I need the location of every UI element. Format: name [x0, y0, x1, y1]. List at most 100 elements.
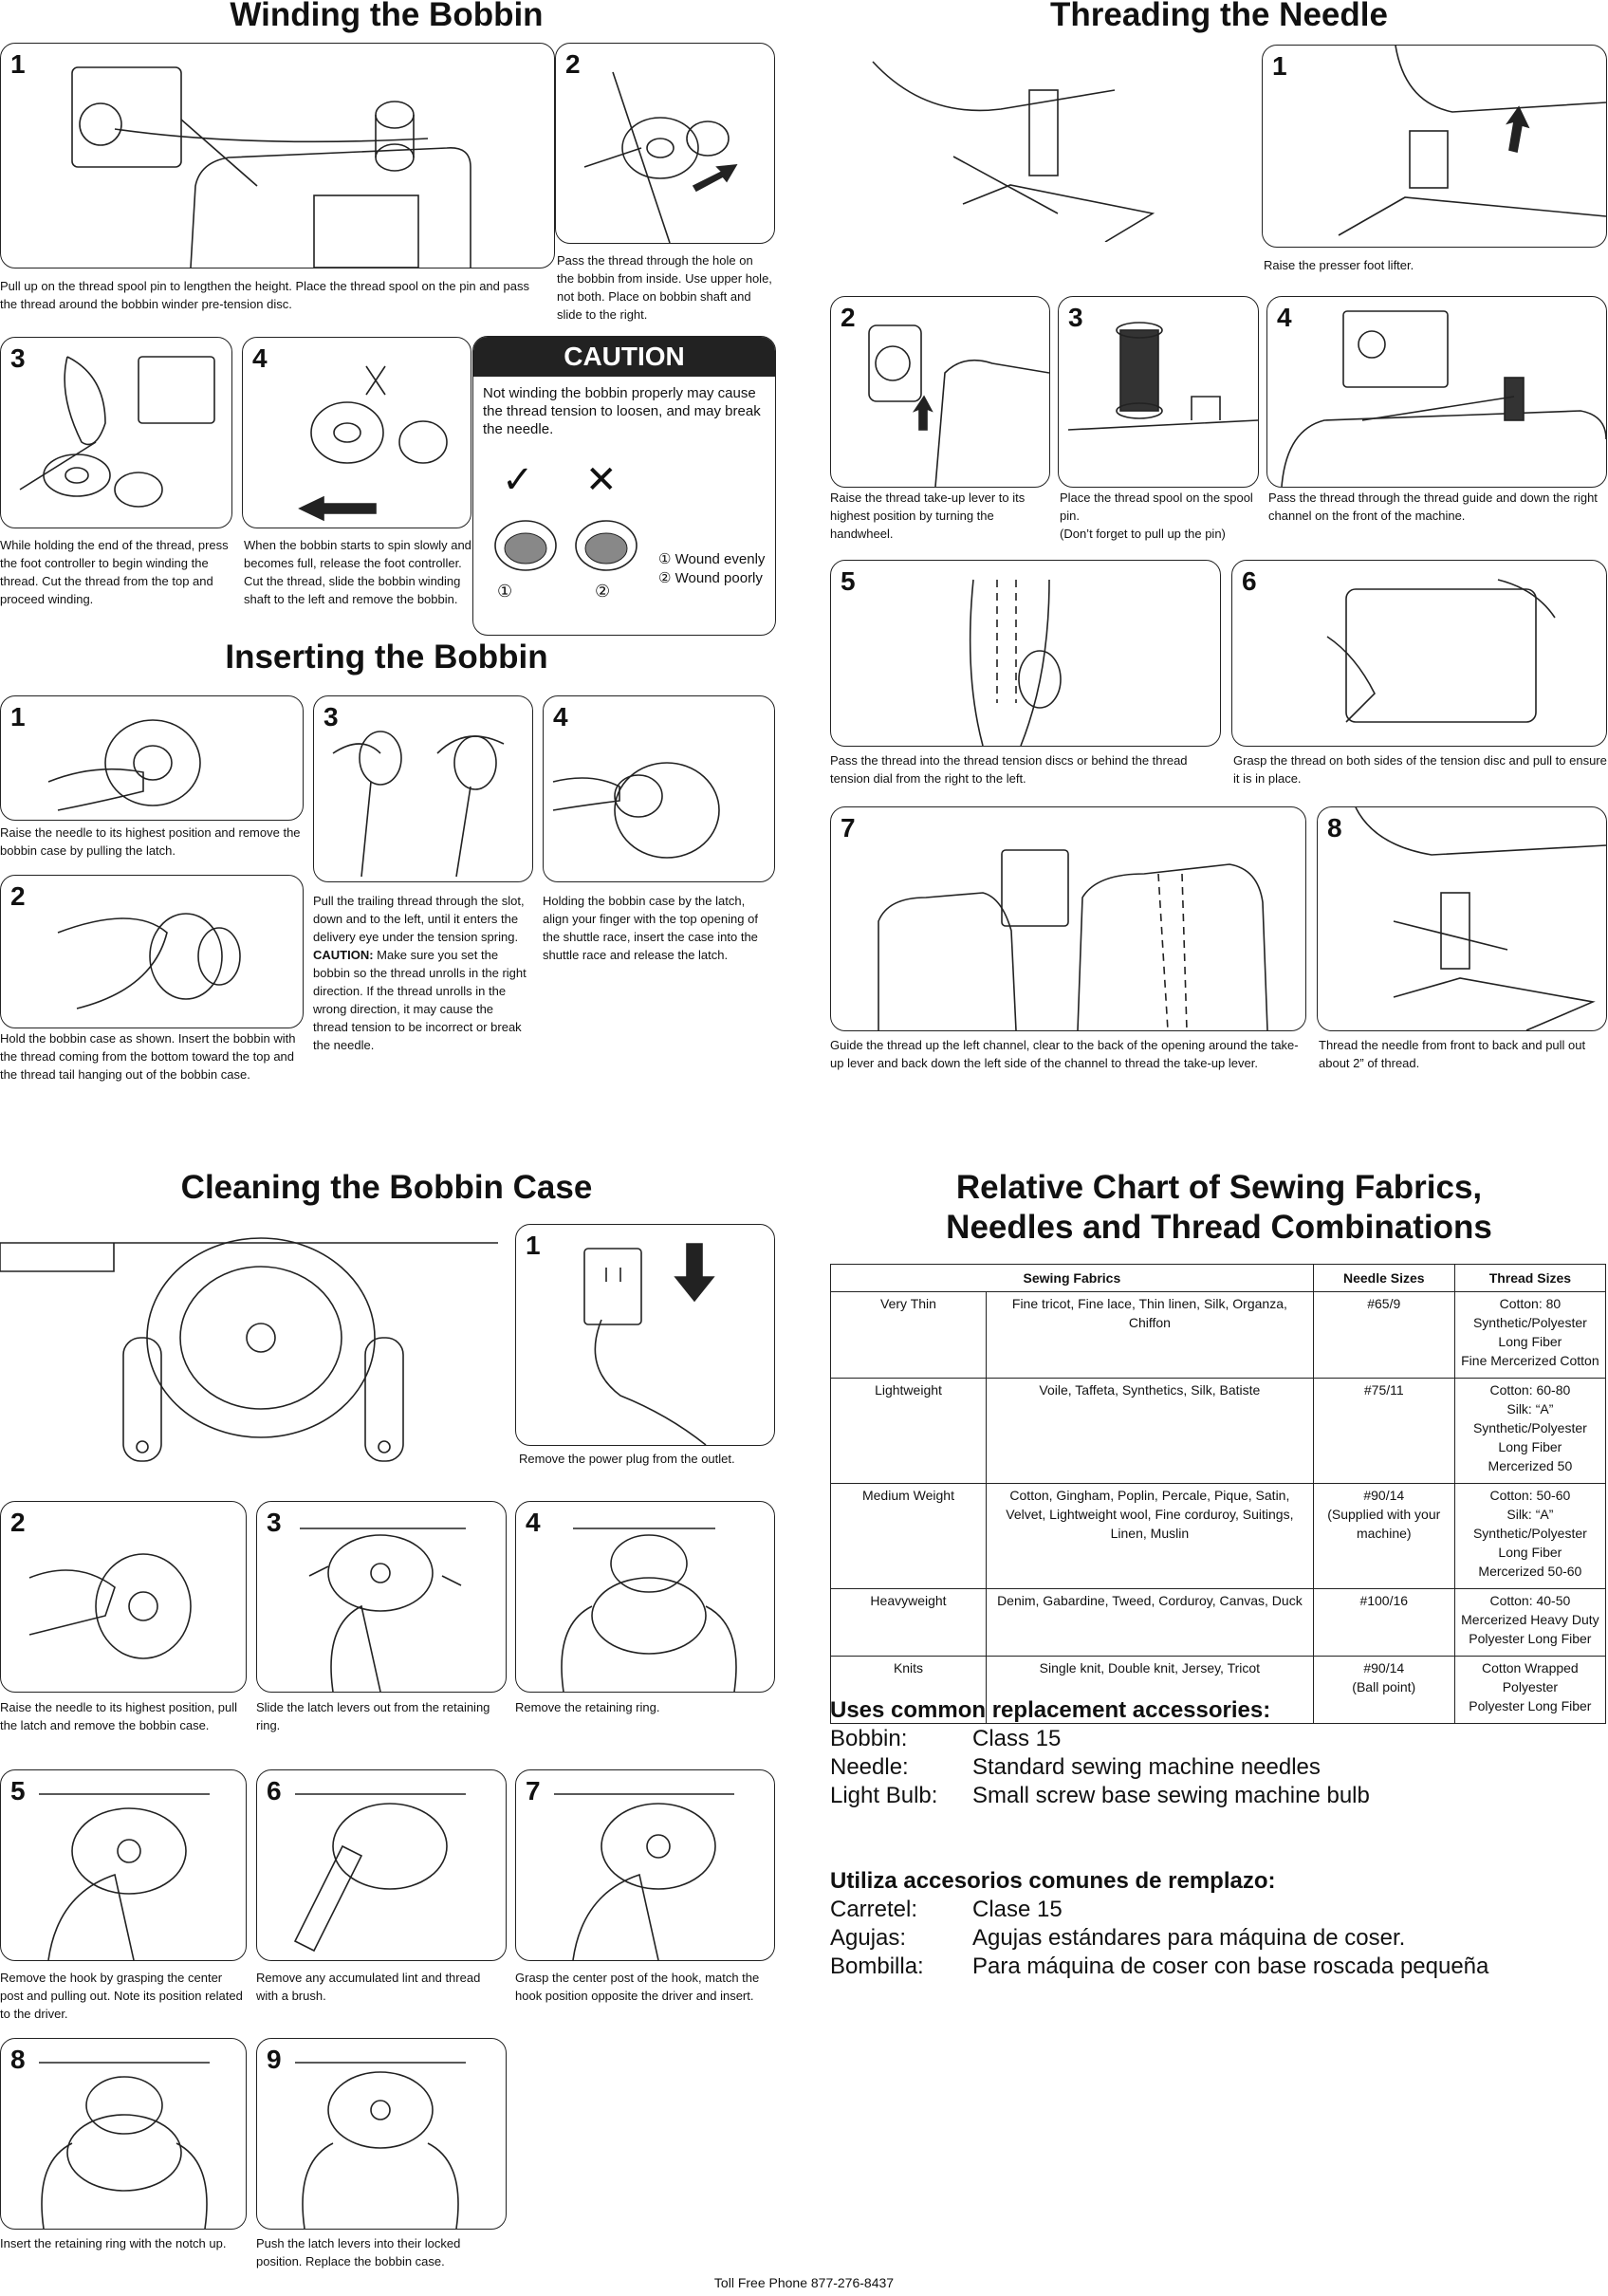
threading-step-2-caption: Raise the thread take-up lever to its hi… [830, 491, 1026, 541]
threading-step-7-illustration: 7 [830, 806, 1306, 1031]
threading-title: Threading the Needle [1050, 0, 1388, 33]
cleaning-step-3-caption: Slide the latch levers out from the reta… [256, 1700, 490, 1732]
cleaning-step-4-caption: Remove the retaining ring. [515, 1700, 660, 1714]
step-number: 8 [10, 2045, 26, 2074]
cleaning-step-5-illustration: 5 [0, 1769, 247, 1961]
needle-size: #90/14 (Ball point) [1312, 1656, 1455, 1724]
thread-size: Cotton Wrapped Polyester Polyester Long … [1453, 1656, 1607, 1724]
step-number: 7 [841, 813, 856, 842]
fabric-types: Fine tricot, Fine lace, Thin linen, Silk… [986, 1291, 1314, 1379]
cleaning-step-2-caption: Raise the needle to its highest position… [0, 1700, 238, 1732]
accessory-label: Light Bulb: [830, 1783, 938, 1808]
fabric-types: Single knit, Double knit, Jersey, Tricot [986, 1656, 1314, 1724]
thread-size: Cotton: 60-80 Silk: “A” Synthetic/Polyes… [1453, 1378, 1607, 1484]
inserting-step-2-caption: Hold the bobbin case as shown. Insert th… [0, 1031, 296, 1082]
cleaning-step-8-illustration: 8 [0, 2038, 247, 2230]
accessory-row: Bombilla:Para máquina de coser con base … [830, 1953, 1488, 1981]
threading-step-8-illustration: 8 [1317, 806, 1607, 1031]
accessories-english: Uses common replacement accessories: Bob… [830, 1696, 1370, 1810]
step-number: 1 [10, 49, 26, 79]
inserting-title: Inserting the Bobbin [225, 639, 548, 676]
step-number: 4 [252, 343, 268, 373]
step-number: 6 [1242, 566, 1257, 596]
cleaning-step-6-caption: Remove any accumulated lint and thread w… [256, 1971, 481, 2003]
step-number: 2 [10, 881, 26, 911]
accessories-spanish: Utiliza accesorios comunes de remplazo: … [830, 1867, 1488, 1981]
winding-step-2-illustration: 2 [555, 43, 775, 244]
threading-step-5-illustration: 5 [830, 560, 1221, 747]
threading-step-4-caption: Pass the thread through the thread guide… [1268, 491, 1598, 523]
cleaning-step-8-caption: Insert the retaining ring with the notch… [0, 2236, 227, 2250]
fabric-types: Denim, Gabardine, Tweed, Corduroy, Canva… [986, 1588, 1314, 1657]
accessory-label: Needle: [830, 1754, 909, 1780]
step-number: 1 [10, 702, 26, 731]
winding-step-4-caption: When the bobbin starts to spin slowly an… [244, 538, 471, 606]
bobbin-case-overview-illustration [0, 1237, 498, 1462]
accessories-spanish-title: Utiliza accesorios comunes de remplazo: [830, 1868, 1276, 1894]
table-row: Lightweight Voile, Taffeta, Synthetics, … [830, 1378, 1607, 1484]
accessory-row: Bobbin:Class 15 [830, 1725, 1370, 1753]
accessories-english-title: Uses common replacement accessories: [830, 1697, 1271, 1723]
step-number: 6 [267, 1776, 282, 1805]
accessory-row: Needle:Standard sewing machine needles [830, 1753, 1370, 1782]
brush-lint-illustration [293, 1793, 466, 1953]
grasp-thread-illustration [1326, 579, 1556, 723]
legend-wound-poorly: ② Wound poorly [658, 570, 763, 586]
fabric-weight: Heavyweight [830, 1588, 987, 1657]
step-number: 7 [526, 1776, 541, 1805]
remove-bobbin-case-illustration [28, 1553, 192, 1659]
threading-step-5-caption: Pass the thread into the thread tension … [830, 753, 1188, 786]
remove-hook-illustration [39, 1793, 210, 1960]
step-number: 3 [1068, 303, 1083, 332]
threading-step-3-illustration: 3 [1058, 296, 1259, 488]
caution-heading: CAUTION [473, 337, 775, 377]
thread-size: Cotton: 50-60 Silk: “A” Synthetic/Polyes… [1453, 1483, 1607, 1589]
inserting-step-3-caption: Pull the trailing thread through the slo… [313, 892, 531, 1054]
accessory-label: Carretel: [830, 1897, 918, 1922]
table-row: Knits Single knit, Double knit, Jersey, … [830, 1656, 1607, 1724]
step-number: 1 [1272, 51, 1287, 81]
cleaning-step-7-illustration: 7 [515, 1769, 775, 1961]
cleaning-step-5-caption: Remove the hook by grasping the center p… [0, 1971, 243, 2021]
inserting-step-4-caption: Holding the bobbin case by the latch, al… [543, 894, 758, 962]
threading-step-4-illustration: 4 [1266, 296, 1607, 488]
remove-retaining-ring-illustration [561, 1528, 737, 1692]
step-number: 8 [1327, 813, 1342, 842]
step-number: 3 [10, 343, 26, 373]
threading-step-6-caption: Grasp the thread on both sides of the te… [1233, 753, 1607, 786]
hand-holding-thread-illustration [19, 356, 215, 508]
step-number: 2 [565, 49, 581, 79]
cleaning-step-9-caption: Push the latch levers into their locked … [256, 2236, 461, 2268]
cleaning-step-7-caption: Grasp the center post of the hook, match… [515, 1971, 760, 2003]
winding-step-1-caption: Pull up on the thread spool pin to lengt… [0, 279, 529, 311]
fabric-weight: Knits [830, 1656, 987, 1724]
accessory-value: Para máquina de coser con base roscada p… [972, 1953, 1489, 1979]
header-sewing-fabrics: Sewing Fabrics [830, 1264, 1314, 1292]
step-number: 3 [323, 702, 339, 731]
cleaning-title: Cleaning the Bobbin Case [180, 1169, 593, 1206]
insert-retaining-ring-illustration [39, 2062, 210, 2229]
thread-size: Cotton: 40-50 Mercerized Heavy Duty Poly… [1453, 1588, 1607, 1657]
needle-size: #90/14 (Supplied with your machine) [1312, 1483, 1455, 1589]
cleaning-step-6-illustration: 6 [256, 1769, 507, 1961]
inserting-step-4-illustration: 4 [543, 695, 775, 882]
power-plug-outlet-illustration [583, 1243, 715, 1445]
cleaning-step-1-illustration: 1 [515, 1224, 775, 1446]
winding-title: Winding the Bobbin [230, 0, 544, 33]
header-needle-sizes: Needle Sizes [1312, 1264, 1455, 1292]
accessory-label: Bobbin: [830, 1726, 908, 1751]
fabric-weight: Very Thin [830, 1291, 987, 1379]
step-number: 4 [553, 702, 568, 731]
step-number: 2 [10, 1508, 26, 1537]
threading-step-6-illustration: 6 [1231, 560, 1607, 747]
push-latch-levers-illustration [295, 2062, 466, 2229]
caption-text-a: Pull the trailing thread through the slo… [313, 894, 525, 944]
inserting-step-2-illustration: 2 [0, 875, 304, 1028]
winding-step-3-caption: While holding the end of the thread, pre… [0, 538, 229, 606]
accessory-value: Small screw base sewing machine bulb [972, 1783, 1370, 1808]
inserting-step-1-illustration: 1 [0, 695, 304, 821]
accessory-row: Carretel:Clase 15 [830, 1896, 1488, 1924]
slide-latch-levers-illustration [300, 1528, 466, 1692]
thread-spool-on-pin-illustration [1067, 322, 1258, 431]
step-number: 5 [10, 1776, 26, 1805]
